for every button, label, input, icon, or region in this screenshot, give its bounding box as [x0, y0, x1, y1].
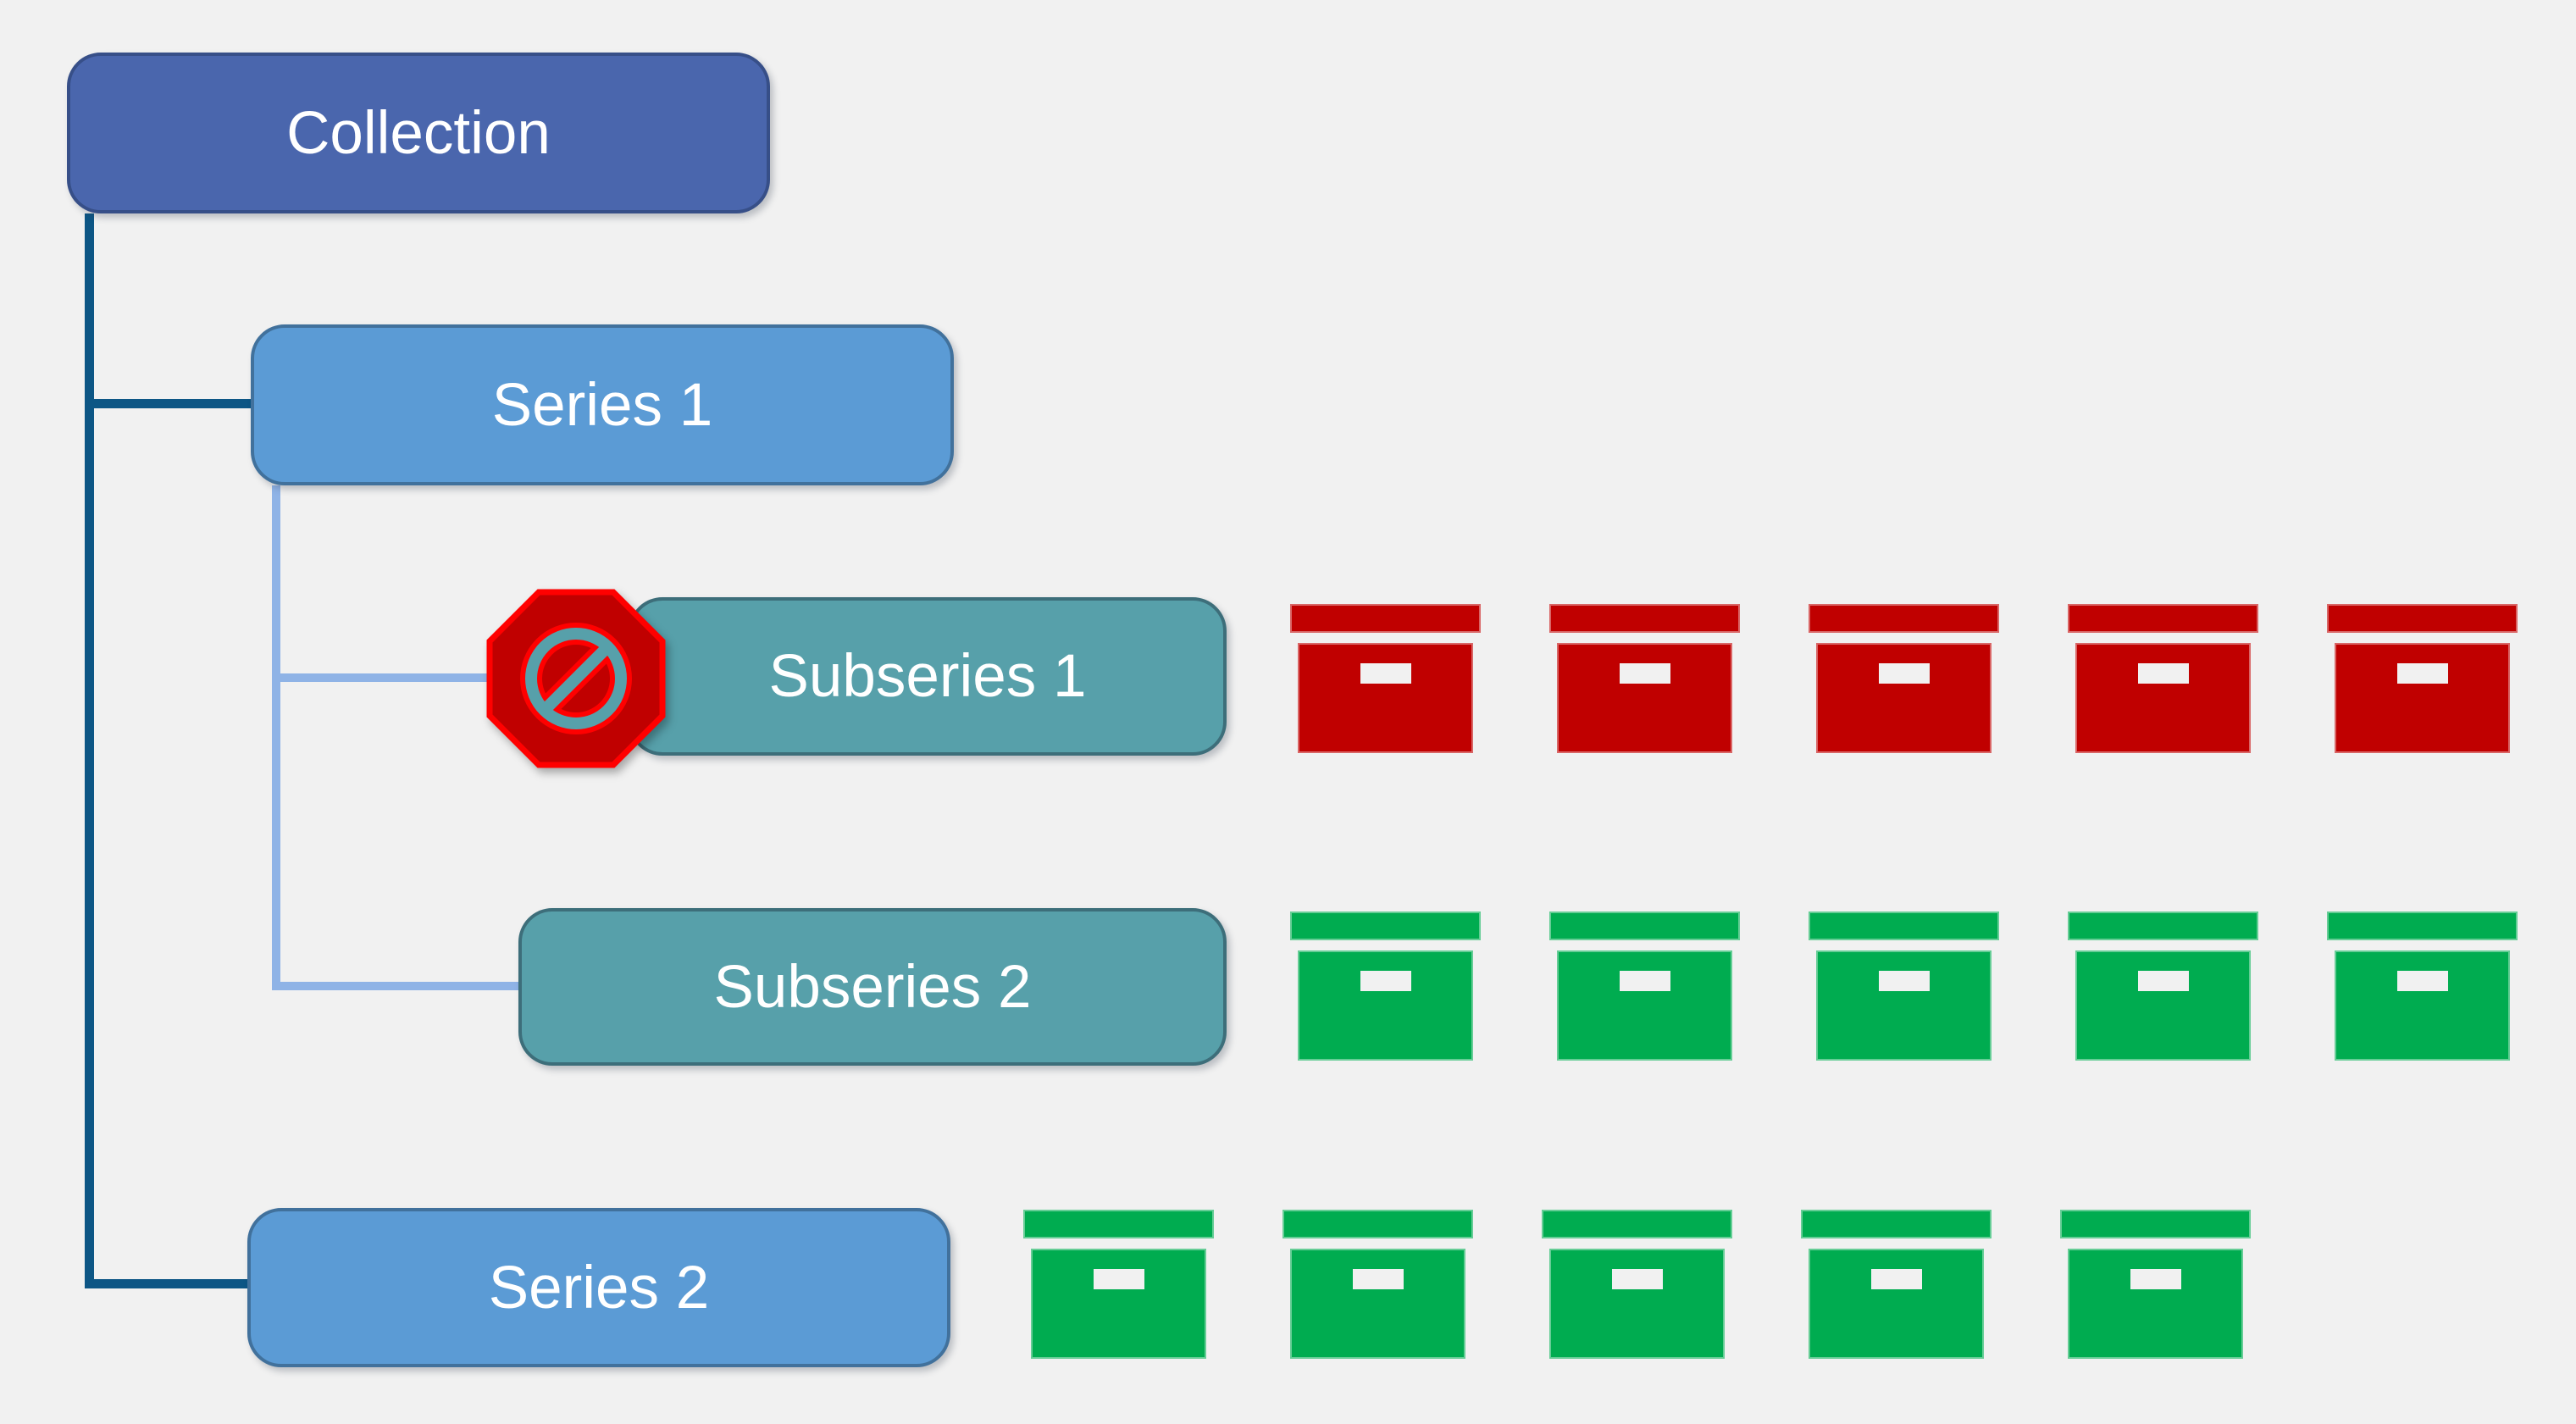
- node-subseries-2-label: Subseries 2: [713, 953, 1032, 1021]
- archive-box-icon: [1282, 1210, 1473, 1359]
- archive-box-icon: [2327, 911, 2518, 1061]
- box-body: [2075, 643, 2251, 753]
- box-handle-slot: [2130, 1269, 2181, 1289]
- box-lid: [1282, 1210, 1473, 1238]
- connector-to-subseries-2: [272, 982, 521, 990]
- connector-to-series-2: [85, 1279, 251, 1288]
- box-lid: [1809, 911, 1999, 940]
- box-lid: [1290, 911, 1481, 940]
- box-body: [2335, 643, 2510, 753]
- box-handle-slot: [1093, 1269, 1144, 1289]
- box-handle-slot: [1360, 971, 1411, 991]
- box-body: [1298, 950, 1473, 1061]
- no-entry-ring: [525, 628, 627, 729]
- box-body: [1816, 643, 1992, 753]
- box-body: [1809, 1249, 1984, 1359]
- box-lid: [1290, 604, 1481, 633]
- archive-box-icon: [1290, 911, 1481, 1061]
- no-entry-slash: [540, 642, 612, 715]
- box-handle-slot: [1619, 971, 1670, 991]
- box-body: [1298, 643, 1473, 753]
- archive-box-icon: [1801, 1210, 1992, 1359]
- box-body: [1557, 643, 1732, 753]
- box-lid: [2068, 604, 2258, 633]
- box-handle-slot: [1878, 971, 1930, 991]
- box-body: [1816, 950, 1992, 1061]
- box-row-subseries-2: [1290, 911, 2518, 1061]
- box-handle-slot: [1360, 663, 1411, 684]
- box-handle-slot: [2396, 971, 2448, 991]
- box-lid: [1809, 604, 1999, 633]
- archive-box-icon: [2068, 604, 2258, 753]
- box-handle-slot: [2137, 971, 2189, 991]
- box-body: [1549, 1249, 1725, 1359]
- box-handle-slot: [2396, 663, 2448, 684]
- box-body: [2068, 1249, 2243, 1359]
- archive-box-icon: [1549, 604, 1740, 753]
- box-handle-slot: [1870, 1269, 1922, 1289]
- box-handle-slot: [1611, 1269, 1663, 1289]
- box-lid: [2327, 604, 2518, 633]
- archive-box-icon: [2068, 911, 2258, 1061]
- box-lid: [1801, 1210, 1992, 1238]
- archive-box-icon: [2060, 1210, 2251, 1359]
- box-handle-slot: [2137, 663, 2189, 684]
- box-lid: [2327, 911, 2518, 940]
- archive-box-icon: [1542, 1210, 1732, 1359]
- connector-series-1-spine: [272, 485, 280, 990]
- box-handle-slot: [1619, 663, 1670, 684]
- box-lid: [1549, 604, 1740, 633]
- node-subseries-1-label: Subseries 1: [768, 643, 1087, 710]
- box-body: [1031, 1249, 1206, 1359]
- box-body: [1557, 950, 1732, 1061]
- archive-box-icon: [1549, 911, 1740, 1061]
- no-entry-icon: [486, 589, 666, 768]
- box-lid: [2060, 1210, 2251, 1238]
- node-series-2: Series 2: [247, 1208, 950, 1367]
- archive-box-icon: [1809, 911, 1999, 1061]
- box-lid: [1549, 911, 1740, 940]
- box-row-series-2: [1023, 1210, 2251, 1359]
- archive-box-icon: [1023, 1210, 1214, 1359]
- box-row-subseries-1: [1290, 604, 2518, 753]
- box-lid: [1023, 1210, 1214, 1238]
- node-series-1: Series 1: [251, 324, 954, 485]
- box-handle-slot: [1878, 663, 1930, 684]
- connector-collection-spine: [85, 213, 94, 1288]
- box-body: [1290, 1249, 1465, 1359]
- node-series-1-label: Series 1: [491, 371, 713, 439]
- archive-box-icon: [1809, 604, 1999, 753]
- node-subseries-2: Subseries 2: [518, 908, 1227, 1066]
- archive-box-icon: [2327, 604, 2518, 753]
- node-collection-label: Collection: [286, 99, 551, 167]
- connector-to-series-1: [85, 399, 254, 408]
- archive-box-icon: [1290, 604, 1481, 753]
- box-body: [2075, 950, 2251, 1061]
- node-collection: Collection: [67, 53, 770, 213]
- box-body: [2335, 950, 2510, 1061]
- node-subseries-1: Subseries 1: [629, 597, 1227, 756]
- box-handle-slot: [1352, 1269, 1404, 1289]
- box-lid: [2068, 911, 2258, 940]
- connector-to-subseries-1: [272, 673, 551, 682]
- box-lid: [1542, 1210, 1732, 1238]
- node-series-2-label: Series 2: [488, 1254, 710, 1321]
